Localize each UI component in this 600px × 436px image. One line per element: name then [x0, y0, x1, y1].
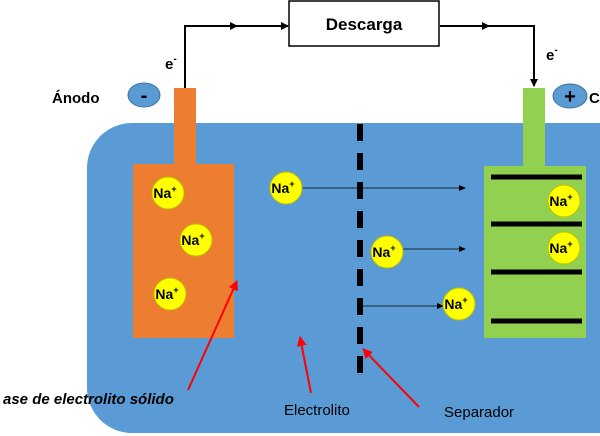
circuit-wire-left	[184, 22, 289, 88]
na-ion: Na+	[547, 184, 581, 218]
electron-label-right: e-	[546, 45, 558, 64]
circuit-arrow-left-head	[230, 22, 238, 30]
svg-text:Na+: Na+	[549, 239, 572, 256]
anode-label: Ánodo	[52, 90, 99, 107]
anode-sign: -	[141, 85, 148, 107]
na-ion: Na+	[151, 176, 185, 210]
cathode-label: C	[589, 90, 600, 107]
anode-terminal	[174, 88, 196, 166]
cathode-terminal	[523, 88, 545, 168]
discharge-box	[288, 0, 440, 47]
electrolyte-pointer-arrow	[296, 336, 312, 394]
separator-label: Separador	[444, 404, 514, 421]
na-ion: Na+	[442, 287, 476, 321]
circuit-arrow-right-head	[482, 22, 490, 30]
svg-text:Na+: Na+	[549, 192, 572, 209]
na-ion: Na+	[547, 231, 581, 265]
svg-text:Na+: Na+	[155, 285, 178, 302]
cathode-layers	[491, 174, 582, 324]
svg-text:Na+: Na+	[444, 295, 467, 312]
svg-text:Na+: Na+	[271, 179, 294, 196]
anode-sign-badge	[127, 82, 161, 108]
cathode-sign-badge	[552, 83, 588, 109]
sei-pointer-arrow	[187, 280, 238, 391]
ion-migration-arrows	[300, 185, 466, 309]
na-ion: Na+	[179, 223, 213, 257]
na-ion: Na+	[153, 277, 187, 311]
sei-label: ase de electrolito sólido	[3, 391, 174, 408]
na-ion: Na+	[269, 171, 303, 205]
svg-text:Na+: Na+	[372, 243, 395, 260]
svg-text:Na+: Na+	[153, 184, 176, 201]
na-ion: Na+	[370, 235, 404, 269]
discharge-label: Descarga	[326, 15, 403, 34]
circuit-wire-right	[440, 25, 538, 87]
separator-pointer-arrow	[362, 348, 420, 408]
cathode-sign: +	[564, 86, 576, 108]
electrolyte-label: Electrolito	[284, 402, 350, 419]
electron-label-left: e-	[165, 54, 177, 73]
svg-text:Na+: Na+	[181, 231, 204, 248]
